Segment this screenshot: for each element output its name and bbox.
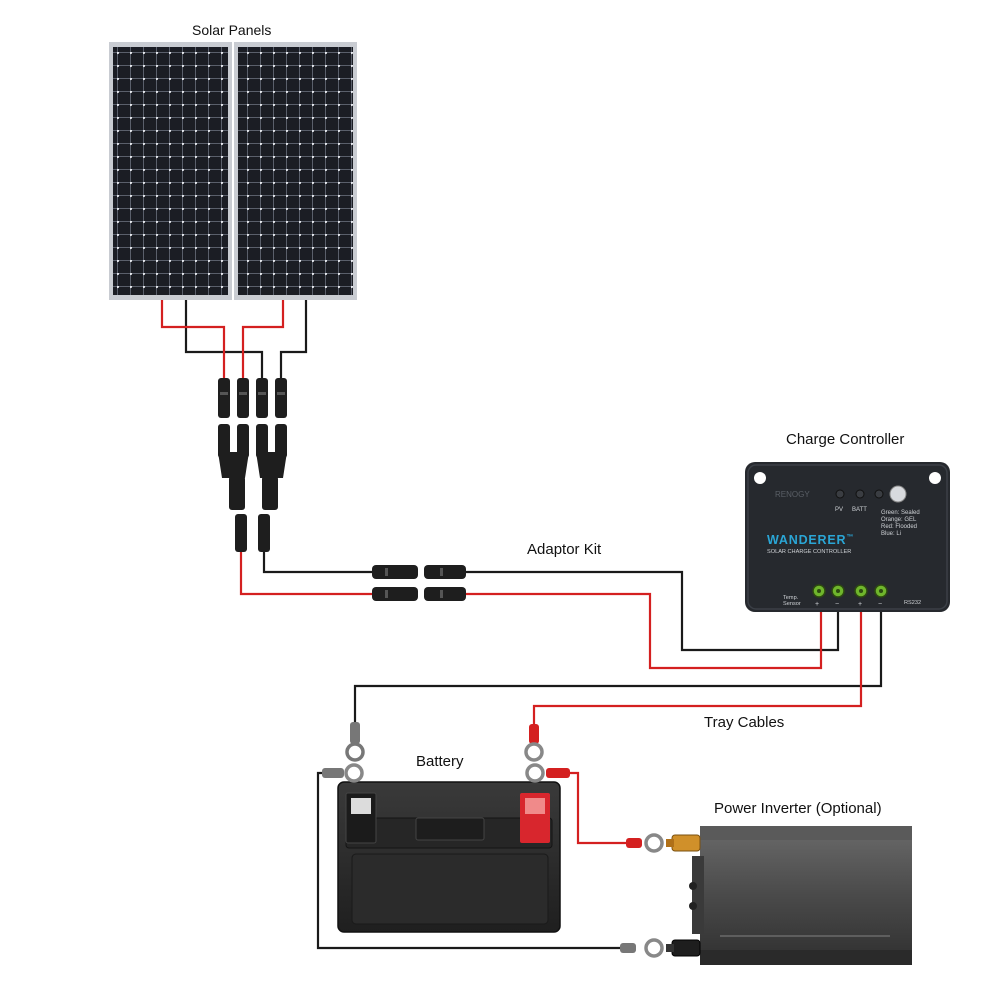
inverter-cable-positive: [570, 771, 628, 845]
inverter-positive-ring-terminal: [626, 833, 664, 853]
battery-type-indicator-led: [874, 489, 884, 499]
pv-wire-positive: [466, 592, 823, 670]
tray-cable-positive-ring-terminal: [524, 724, 544, 762]
y-branch-connector-left: [218, 424, 249, 510]
battery: [337, 781, 561, 933]
charge-controller-label: Charge Controller: [786, 431, 905, 448]
y-branch-wire-negative: [262, 552, 372, 574]
tray-cable-negative-ring-terminal: [345, 722, 365, 762]
tray-cable-positive: [532, 612, 863, 724]
pv-indicator-led: [835, 489, 845, 499]
terminal-sign-3: −: [878, 601, 882, 608]
battery-type-button[interactable]: [889, 485, 907, 503]
pv-wire-negative: [466, 570, 840, 652]
batt-indicator-led: [855, 489, 865, 499]
battery-type-legend-0: Green: Sealed: [881, 510, 920, 516]
mounting-hole-left: [754, 472, 766, 484]
battery-negative-terminal-cover: [351, 798, 371, 814]
panel-wire-negative-right: [279, 300, 308, 378]
battery-type-legend-2: Red: Flooded: [881, 524, 917, 530]
inverter-positive-post: [666, 834, 701, 852]
battery-type-legend-1: Orange: GEL: [881, 517, 917, 523]
adaptor-kit-label: Adaptor Kit: [527, 541, 602, 558]
power-inverter: [689, 826, 912, 965]
controller-model: WANDERER™: [767, 533, 854, 547]
terminal-sign-2: +: [858, 601, 862, 608]
mounting-hole-right: [929, 472, 941, 484]
temp-sensor-label-2: Sensor: [783, 601, 801, 607]
temp-sensor-label-1: Temp.: [783, 595, 799, 601]
inverter-negative-post: [666, 939, 701, 957]
battery-negative-ring-terminal: [322, 763, 364, 783]
mc4-connectors-lower: [235, 514, 270, 552]
adaptor-kit-connectors: [372, 565, 466, 601]
terminal-sign-0: +: [815, 601, 819, 608]
power-inverter-label: Power Inverter (Optional): [714, 800, 882, 817]
tray-cable-negative: [353, 612, 883, 722]
charge-controller: RENOGY PV BATT Green: Sealed Orange: GEL…: [745, 462, 950, 612]
inverter-negative-ring-terminal: [620, 938, 664, 958]
mc4-connectors-top: [218, 378, 287, 418]
solar-panel-right: [234, 42, 357, 300]
battery-label: Battery: [416, 753, 464, 770]
controller-brand: RENOGY: [775, 490, 810, 499]
controller-subtitle: SOLAR CHARGE CONTROLLER: [767, 549, 851, 555]
rs232-port-label: RS232: [904, 600, 921, 606]
solar-panel-left: [109, 42, 232, 300]
pv-led-label: PV: [835, 507, 843, 513]
battery-positive-ring-terminal: [525, 763, 570, 783]
tray-cables-label: Tray Cables: [704, 714, 785, 731]
y-branch-wire-positive: [239, 552, 372, 596]
panel-wire-positive-left: [160, 300, 226, 378]
batt-led-label: BATT: [852, 507, 867, 513]
solar-panels-label: Solar Panels: [192, 22, 272, 38]
panel-wires: [160, 300, 308, 378]
controller-terminals: [812, 584, 888, 598]
panel-wire-positive-right: [241, 300, 285, 378]
y-branch-connector-right: [256, 424, 287, 510]
battery-type-legend-3: Blue: Li: [881, 531, 901, 537]
terminal-sign-1: −: [835, 601, 839, 608]
